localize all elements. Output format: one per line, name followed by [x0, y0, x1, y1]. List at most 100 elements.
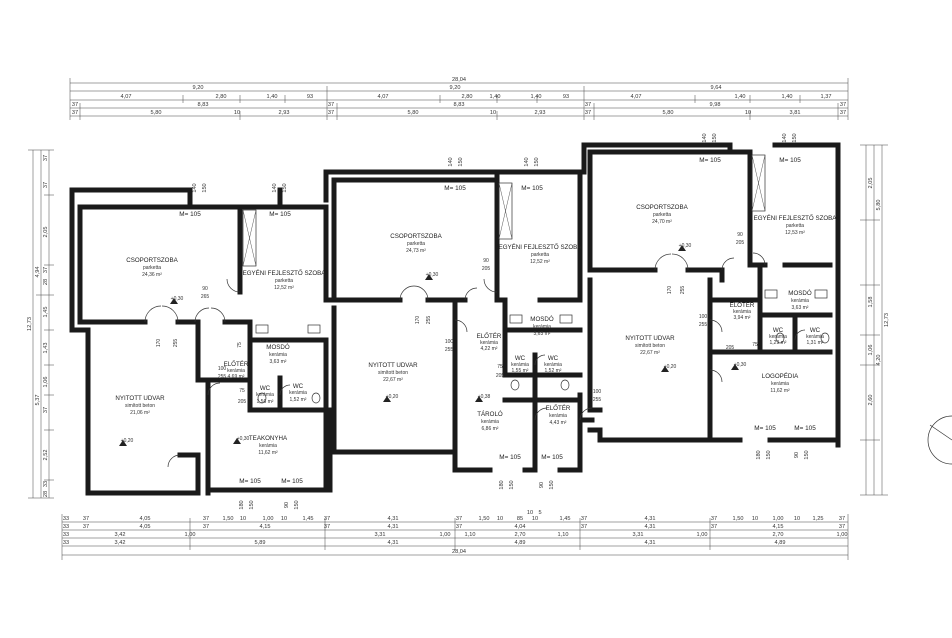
dim-top-r2-13: 1,37 [821, 94, 832, 100]
dim-top-r4-7: 10 [490, 110, 496, 116]
door-dim: 100 [699, 314, 708, 320]
room-material: kerámia [227, 368, 245, 374]
dim-top-r3-6: 9,98 [710, 102, 721, 108]
dim-bot-r1-1: 33 [63, 516, 69, 522]
dim-left-11: 37 [43, 407, 49, 413]
right-dimension-lines: 12,73 2,05 5,80 1,58 1,06 2,60 4,20 [860, 144, 890, 496]
dim-top-r4-13: 37 [840, 110, 846, 116]
room-name-eloter-1: ELŐTÉR [224, 361, 249, 368]
room-area: 22,67 m² [383, 377, 403, 383]
room-area: 4,43 m² [550, 420, 567, 426]
window-labels: M= 105 M= 105 M= 105 M= 105 M= 105 M= 10… [179, 133, 816, 509]
room-name-tarolo: TÁROLÓ [477, 411, 503, 418]
dim-bot-r2-2: 37 [83, 524, 89, 530]
dim-bot-r2-8: 37 [456, 524, 462, 530]
window-label: M= 105 [699, 157, 721, 164]
window-dim: 90 [539, 482, 545, 488]
room-material: kerámia [544, 362, 562, 368]
room-name-udvar-1: NYITOTT UDVAR [115, 395, 165, 402]
room-material: kerámia [480, 340, 498, 346]
level-marker: +0,30 [171, 296, 184, 302]
dim-bot-r3-4: 3,31 [375, 532, 386, 538]
dim-bot-r3-6: 1,10 [465, 532, 476, 538]
window-dim: 150 [534, 157, 540, 166]
room-material: kerámia [533, 324, 551, 330]
room-area: 24,70 m² [652, 219, 672, 225]
dim-bot-r2-7: 4,31 [388, 524, 399, 530]
room-area: 1,29 m² [770, 340, 787, 346]
dim-bot-r4-1: 33 [63, 540, 69, 546]
door-dim: 170 [415, 316, 421, 325]
dim-right-4: 1,06 [868, 345, 874, 356]
room-labels: CSOPORTSZOBA parketta 24,36 m² EGYÉNI FE… [115, 204, 837, 456]
window-dim: 150 [294, 500, 300, 509]
door-dim: 100 [218, 366, 227, 372]
dim-bot-r2-13: 4,15 [773, 524, 784, 530]
door-dim: 255 [218, 374, 227, 380]
window-dim: 150 [509, 480, 515, 489]
door-dim: 100 [593, 389, 602, 395]
cabinet-hatches [242, 154, 766, 267]
dim-left-2: 5,37 [35, 395, 41, 406]
level-marker: +0,38 [478, 394, 491, 400]
dim-bot-r3-12: 1,00 [837, 532, 848, 538]
room-name-wc-2b: WC [548, 355, 559, 362]
level-marker: +0,30 [734, 362, 747, 368]
dim-right-1: 2,05 [868, 178, 874, 189]
dim-bot-r1-16: 10 [532, 516, 538, 522]
dim-right-total: 12,73 [884, 313, 890, 327]
room-material: parketta [531, 252, 549, 258]
window-label: M= 105 [779, 157, 801, 164]
door-dim: 75 [752, 342, 758, 348]
dim-left-7: 28 [43, 279, 49, 285]
room-name-udvar-3: NYITOTT UDVAR [625, 335, 675, 342]
dim-bot-r1-3: 4,05 [140, 516, 151, 522]
dim-bot-r3-11: 2,70 [773, 532, 784, 538]
room-name-wc-3a: WC [773, 327, 784, 334]
window-dim: 150 [792, 133, 798, 142]
level-marker: +0,20 [664, 364, 677, 370]
door-dim: 205 [238, 399, 247, 405]
room-material: parketta [653, 212, 671, 218]
dim-right-3: 1,58 [868, 297, 874, 308]
room-area: 22,67 m² [640, 350, 660, 356]
door-dim: 75 [497, 364, 503, 370]
window-dim: 150 [804, 450, 810, 459]
dim-bot-r4-4: 4,31 [388, 540, 399, 546]
dim-bot-r1-17: 1,45 [560, 516, 571, 522]
sanitary-fixtures [255, 289, 830, 404]
dim-bot-r1-18: 37 [581, 516, 587, 522]
room-name-eloter-3: ELŐTÉR [730, 302, 755, 309]
room-material: kerámia [771, 381, 789, 387]
dim-top-total: 28,04 [452, 77, 466, 83]
room-material: parketta [786, 223, 804, 229]
window-dim: 150 [249, 500, 255, 509]
room-area: 1,52 m² [545, 368, 562, 374]
dim-bot-r1-21: 1,50 [733, 516, 744, 522]
room-area: 3,63 m² [792, 305, 809, 311]
room-area: 6,86 m² [482, 426, 499, 432]
dim-top-r4-12: 3,81 [790, 110, 801, 116]
window-dim: 140 [702, 133, 708, 142]
room-name-wc-1b: WC [293, 383, 304, 390]
dim-top-r4-3: 10 [234, 110, 240, 116]
door-dim: 170 [156, 339, 162, 348]
dim-bot-r1-11: 4,31 [388, 516, 399, 522]
door-dim: 255 [680, 286, 686, 295]
dim-left-12: 2,52 [43, 450, 49, 461]
dim-right-2: 5,80 [876, 200, 882, 211]
dim-top-r2-4: 93 [307, 94, 313, 100]
dim-bot-r1-22: 10 [752, 516, 758, 522]
dim-bot-r1-7: 1,00 [263, 516, 274, 522]
dim-top-r2-10: 4,07 [631, 94, 642, 100]
door-dim: 170 [667, 286, 673, 295]
dim-bot-r1b-1: 10 [527, 510, 533, 516]
window-dim: 140 [448, 157, 454, 166]
dim-top-r3-1: 37 [72, 102, 78, 108]
room-area: 24,73 m² [406, 248, 426, 254]
window-dim: 150 [458, 157, 464, 166]
window-dim: 180 [756, 450, 762, 459]
walls [69, 142, 841, 496]
dim-bot-r4-3: 5,89 [255, 540, 266, 546]
room-name-wc-2a: WC [515, 355, 526, 362]
